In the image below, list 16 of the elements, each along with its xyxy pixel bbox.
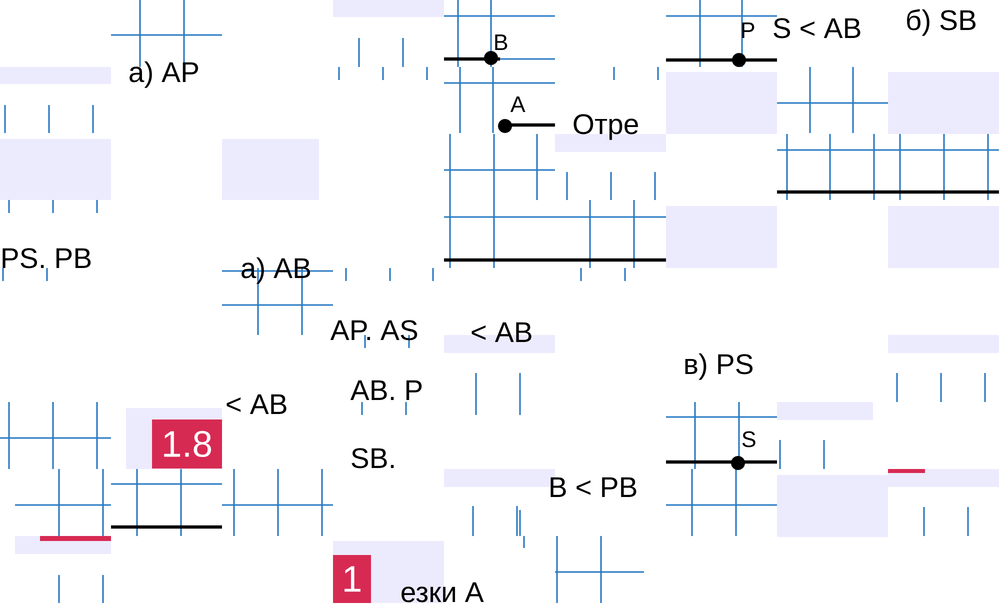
text-fragment: езки А xyxy=(402,582,484,602)
text-fragment: PS. PB xyxy=(2,248,91,268)
text-fragment: S < AB xyxy=(774,18,860,38)
text-fragment: B < PB xyxy=(550,477,636,497)
text-fragment: в) PS xyxy=(685,353,753,380)
text-fragment: а) AP xyxy=(130,61,198,88)
text-fragment: < AB xyxy=(226,394,286,414)
text-fragment: AB. P xyxy=(350,380,422,400)
text-fragment: Отре xyxy=(574,114,638,140)
text-fragment: S xyxy=(742,431,756,448)
text-fragment: б) SB xyxy=(907,9,976,36)
text-fragment: B xyxy=(495,34,508,50)
text-fragment: < AB xyxy=(472,322,532,342)
text-fragment: A xyxy=(510,96,526,112)
text-fragment: SB. xyxy=(352,448,394,468)
text-fragment: AP. AS xyxy=(330,320,418,340)
